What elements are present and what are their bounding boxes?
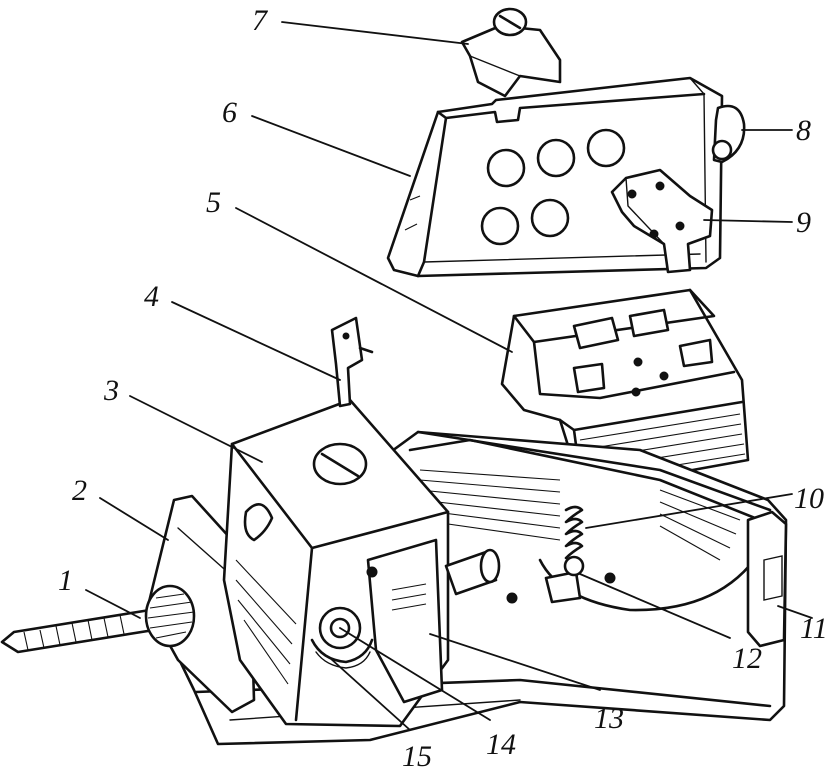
- leader-4: [171, 301, 341, 381]
- leader-11: [777, 605, 813, 619]
- part-15-coil: [310, 638, 374, 669]
- label-8: 8: [796, 114, 811, 147]
- part-1-bolt: [0, 584, 196, 654]
- label-1: 1: [58, 564, 73, 597]
- label-15: 15: [402, 740, 432, 772]
- label-13: 13: [594, 702, 624, 735]
- leader-6: [251, 115, 411, 177]
- part-4-terminal: [330, 316, 374, 408]
- leader-1: [85, 589, 141, 619]
- part-11-end-tab: [746, 510, 788, 648]
- part-8-lug: [711, 104, 746, 164]
- callout-labels: 1 2 3 4 5 6 7 8 9 10 11 12 13 14 15: [58, 4, 828, 772]
- label-2: 2: [72, 474, 87, 507]
- label-5: 5: [206, 186, 221, 219]
- shaft-rear: [444, 548, 501, 596]
- leader-lines: [85, 21, 813, 731]
- part-10-spring: [564, 505, 584, 560]
- leader-3: [129, 395, 263, 463]
- part-12-pin: [563, 555, 585, 577]
- part-9-bracket: [610, 168, 714, 274]
- label-9: 9: [796, 206, 811, 239]
- part-5-block: [500, 288, 750, 492]
- label-10: 10: [794, 482, 824, 515]
- label-11: 11: [800, 612, 828, 645]
- leader-14: [339, 627, 491, 721]
- label-7: 7: [252, 4, 269, 37]
- label-14: 14: [486, 728, 516, 761]
- leader-7: [281, 21, 469, 45]
- leader-9: [703, 219, 793, 223]
- label-4: 4: [144, 280, 159, 313]
- label-12: 12: [732, 642, 762, 675]
- part-13-cover: [366, 538, 444, 704]
- label-3: 3: [103, 374, 119, 407]
- leader-2: [99, 497, 169, 541]
- leader-5: [235, 207, 513, 353]
- leader-15: [329, 657, 411, 731]
- leader-13: [429, 633, 601, 691]
- label-6: 6: [222, 96, 237, 129]
- part-7-clamp: [460, 7, 562, 98]
- leader-12: [579, 573, 731, 639]
- leader-10: [585, 493, 793, 529]
